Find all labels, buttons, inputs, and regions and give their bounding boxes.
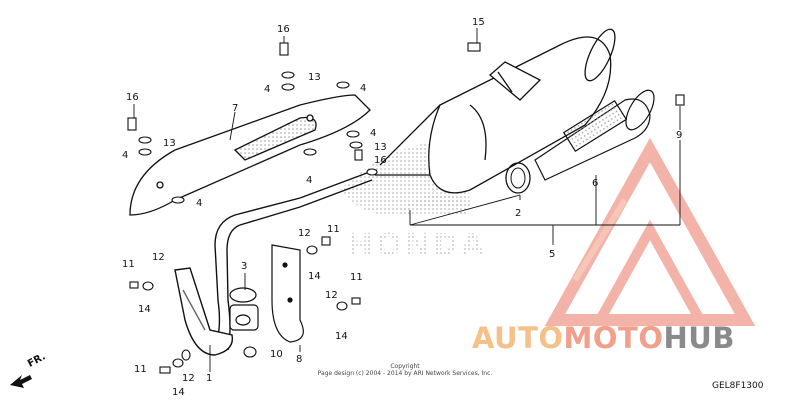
callout-3: 3 bbox=[241, 261, 247, 272]
watermark-logo-mark bbox=[544, 137, 756, 326]
callout-14: 14 bbox=[138, 304, 151, 315]
tail-pipe bbox=[534, 89, 655, 181]
callout-14: 14 bbox=[335, 331, 348, 342]
watermark-part: MOTO bbox=[563, 321, 664, 355]
callout-12: 12 bbox=[152, 252, 165, 263]
callout-11: 11 bbox=[122, 259, 135, 270]
gasket-ring bbox=[505, 162, 531, 194]
callout-12: 12 bbox=[182, 373, 195, 384]
heat-shield-upper bbox=[129, 94, 371, 216]
callout-4: 4 bbox=[360, 83, 366, 94]
watermark-part: HUB bbox=[663, 321, 735, 355]
callout-16: 16 bbox=[126, 92, 139, 103]
callout-9: 9 bbox=[676, 130, 682, 141]
callout-5: 5 bbox=[549, 249, 555, 260]
callout-13: 13 bbox=[374, 142, 387, 153]
exhaust-pipe bbox=[174, 169, 376, 356]
callout-1: 1 bbox=[206, 373, 212, 384]
callout-2: 2 bbox=[515, 208, 521, 219]
callout-6: 6 bbox=[592, 178, 598, 189]
callout-7: 7 bbox=[232, 103, 238, 114]
callout-16: 16 bbox=[277, 24, 290, 35]
callout-4: 4 bbox=[196, 198, 202, 209]
watermark-text: AUTOMOTOHUB bbox=[472, 318, 792, 358]
callout-11: 11 bbox=[350, 272, 363, 283]
callout-numbers: 16 13 4 4 16 7 13 4 4 13 16 4 4 15 9 2 6… bbox=[122, 17, 682, 398]
callout-10: 10 bbox=[270, 349, 283, 360]
callout-13: 13 bbox=[308, 72, 321, 83]
callout-14: 14 bbox=[308, 271, 321, 282]
copyright-line: Copyright bbox=[390, 363, 420, 370]
heat-guard-lower bbox=[271, 244, 304, 343]
callout-16: 16 bbox=[374, 155, 387, 166]
callout-11: 11 bbox=[327, 224, 340, 235]
callout-4: 4 bbox=[306, 175, 312, 186]
honda-brand-text: HONDA bbox=[348, 228, 487, 263]
callout-4: 4 bbox=[122, 150, 128, 161]
callout-12: 12 bbox=[325, 290, 338, 301]
gasket-ring-inner bbox=[510, 167, 526, 189]
diagram-code: GEL8F1300 bbox=[712, 381, 764, 391]
watermark-part: AUTO bbox=[472, 321, 564, 355]
callout-4: 4 bbox=[370, 128, 376, 139]
callout-14: 14 bbox=[172, 387, 185, 398]
callout-12: 12 bbox=[298, 228, 311, 239]
exhaust-gasket bbox=[229, 287, 259, 331]
front-arrow-icon bbox=[10, 375, 32, 388]
callout-13: 13 bbox=[163, 138, 176, 149]
callout-11: 11 bbox=[134, 364, 147, 375]
leader-lines bbox=[133, 28, 681, 372]
callout-4: 4 bbox=[264, 84, 270, 95]
copyright-line: Page design (c) 2004 - 2014 by ARI Netwo… bbox=[317, 370, 493, 377]
callout-8: 8 bbox=[296, 354, 302, 365]
callout-15: 15 bbox=[472, 17, 485, 28]
copyright-note: Copyright Page design (c) 2004 - 2014 by… bbox=[300, 363, 510, 377]
